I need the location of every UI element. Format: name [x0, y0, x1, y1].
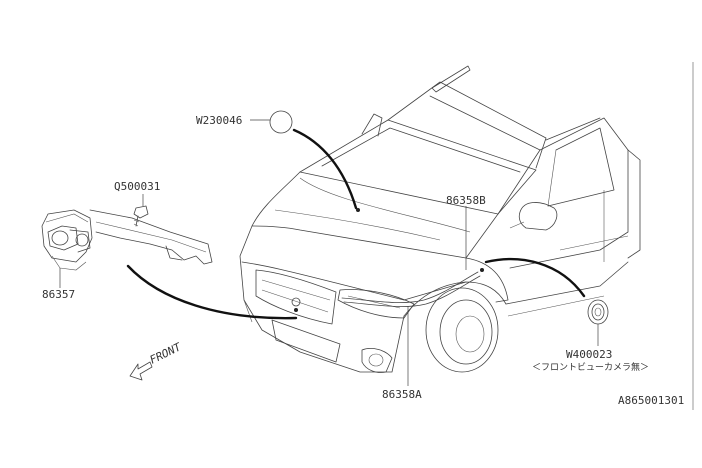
- vehicle-outline: [239, 65, 641, 373]
- part-note-w400023: ＜フロントビューカメラ無＞: [532, 361, 649, 373]
- front-direction-arrow: FRONT: [129, 340, 185, 381]
- part-label-w400023: W400023: [566, 348, 612, 361]
- part-label-q500031: Q500031: [114, 180, 160, 193]
- part-label-86358a: 86358A: [382, 388, 422, 401]
- front-label: FRONT: [148, 340, 185, 367]
- figure-code: A865001301: [618, 394, 684, 407]
- part-label-86358b: 86358B: [446, 194, 486, 207]
- grommet-w400023: [587, 299, 609, 346]
- camera-assembly: [41, 209, 213, 271]
- part-label-w230046: W230046: [196, 114, 242, 127]
- harness-wires: [59, 128, 586, 386]
- screw-q500031: [133, 194, 149, 227]
- part-label-86357: 86357: [42, 288, 75, 301]
- grommet-w230046: [250, 110, 293, 134]
